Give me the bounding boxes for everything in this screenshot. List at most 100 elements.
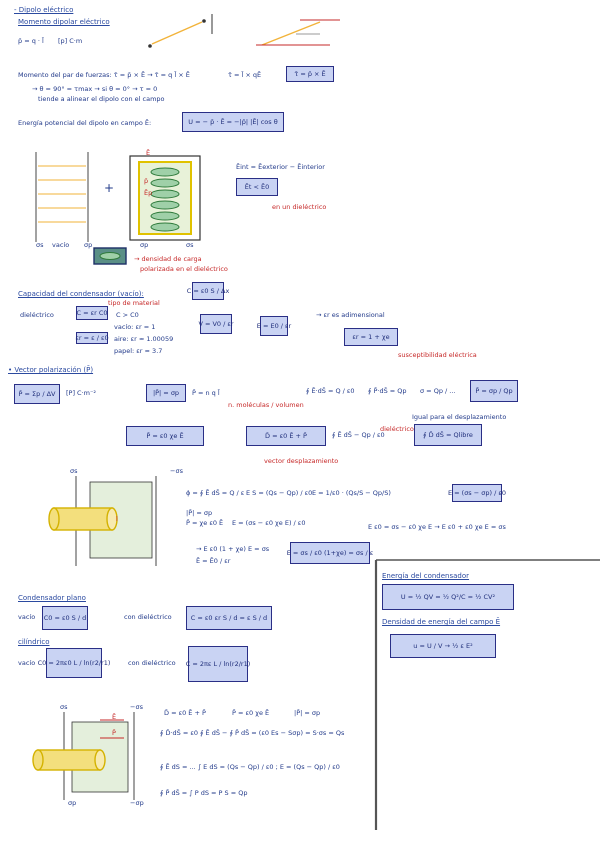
gauss-law-1: ∮ Ē·dS̄ = Q / ε0 [306,387,355,395]
displacement-flux: ∮ D̄·dS̄ = ε0 ∮ Ē dS̄ − ∮ P̄ dS̄ = (ε0 E… [160,729,345,737]
cylinder-sketch [48,476,157,566]
displacement-note: vector desplazamiento [264,457,339,465]
sigma-s-c: σs [60,703,68,711]
vacuum-field-lines [35,152,89,242]
gauss-box: P̄ = σp / Qp [470,380,518,402]
field-long-2: E ε0 = σs − ε0 χe E → E ε0 + ε0 χe E = σ… [368,523,506,531]
energy-density-box: u = U / V → ½ ε E² [390,634,496,658]
energy-density-title: Densidad de energía del campo Ē [382,618,501,626]
sigma-s-right: σs [186,241,194,249]
displacement-note-3: dieléctrico [380,425,414,433]
sigma-p-right: σp [140,241,149,249]
sigma-p-left: σp [84,241,93,249]
field-result-box: E = (σs − σp) / ε0 [448,484,506,502]
capacity-title: Capacidad del condensador (vacío): [18,290,144,298]
field-note: en un dieléctrico [272,203,327,211]
eps-box: εr = ε / ε0 [75,332,109,344]
field-ep-label: Ēp [144,189,153,197]
displacement-note-2: Igual para el desplazamiento [412,413,507,421]
polarization-title: • Vector polarización (P̄) [8,366,94,374]
sigma-s-a: σs [70,467,78,475]
angle-note-1: → θ = 90° = τmax → si θ = 0° → τ = 0 [32,85,158,93]
cylindrical-dielectric-box: C = 2πε L / ln(r2/r1) [186,646,250,682]
gauss-displacement: ∮ Ē dS̄ − Qp / ε0 [332,431,385,439]
plane-dielectric-box: C = ε0 εr S / d = ε S / d [186,606,272,630]
cylindrical-title: cilíndrico [18,638,50,646]
field-box: Ēt < Ē0 [236,178,278,196]
field-ratio-box: E = E0 / εr [257,316,291,336]
list-air: aire: εr ≈ 1.00059 [114,335,174,343]
field-final: Ē = Ē0 / εr [196,557,231,565]
cylindrical-vacuum-box: C0 = 2πε0 L / ln(r2/r1) [38,648,110,678]
energy-box: U = − p̄ · Ē = −|p̄| |Ē| cos θ [182,112,284,132]
flux-equation: ϕ = ∮ Ē dS̄ = Q / ε [186,489,245,497]
field-equation: Ēint = Ēexterior − Ēinterior [236,163,325,171]
plus-sign: + [104,181,115,195]
sigma-p-d: −σp [130,799,144,807]
vacuum-label: vacío [52,241,70,249]
torque-sketch [256,19,340,46]
polarization-label: p̄ [144,177,149,185]
cylinder-length: l [116,515,118,523]
displacement-eq-b: P̄ = ε0 χe Ē [232,709,270,717]
adimensional-note: → εr es adimensional [316,311,385,319]
displacement-eq-c: |P̄| = σp [294,709,321,717]
list-vacuum: vacío: εr = 1 [114,323,156,331]
sigma-s-b: −σs [170,467,183,475]
field-long-3: → E ε0 (1 + χe) E = σs [196,545,270,553]
dielectric-relation: C > C0 [116,311,139,319]
plane-vacuum-box: C0 = ε0 S / d [42,606,88,630]
cylinder-sketch-2 [32,712,135,800]
capacity-box: C = ε0 S / Δx [187,282,229,300]
torque-alt: τ̄ = l̄ × qĒ [228,71,262,79]
polarization-relation: P̄ = n q l̄ [192,389,220,397]
energy-title: Energía del condensador [382,572,470,580]
displacement-gauss-box: ∮ D̄ dS̄ = Qlibre [414,424,482,446]
energy-line: Energía potencial del dipolo en campo Ē: [18,119,152,127]
plate-note-1: → densidad de carga [134,255,202,263]
sigma-s-left: σs [36,241,44,249]
gauss-result: σ = Qp / ... [420,387,456,395]
sigma-p-c: σp [68,799,77,807]
field-equation-1: E S = (Qs − Qp) / ε0 [246,489,313,497]
voltage-box: V = V0 / εr [198,314,234,334]
field-equation-2: E = 1/ε0 · (Qs/S − Qp/S) [312,489,391,497]
cylindrical-dielectric-label: con dieléctrico [128,659,176,667]
polarization-label-2: P̄ [112,729,116,737]
field-long-1: E = (σs − ε0 χe E) / ε0 [232,519,306,527]
dielectric-slab [129,155,201,241]
dipole-moment-units: [p] C·m [58,37,83,45]
dipole-sketch [148,14,213,48]
p-chi-box: P̄ = ε0 χe Ē [126,426,204,446]
susceptibility-box: εr = 1 + χe [344,328,398,346]
susceptibility-note: susceptibilidad eléctrica [398,351,477,359]
plate-note-2: polarizada en el dieléctrico [140,265,228,273]
field-e-label: Ē [146,149,151,157]
dielectric-box: C = εr C0 [76,306,108,320]
polarization-units: [P] C·m⁻² [66,389,97,397]
p-magnitude: |P̄| = σp [186,509,213,517]
polarization-box: P̄ = Σp / ΔV [14,384,60,404]
field-e-label-2: Ē [112,713,117,721]
polarization-note: n. moléculas / volumen [228,401,304,409]
field-flux: ∮ Ē dS = ... ∫ E dS = (Qs − Qp) / ε0 ; E… [160,763,340,771]
field-result-box-2: E = σs / ε0 (1+χe) = σs / ε [287,542,373,564]
angle-note-2: tiende a alinear el dipolo con el campo [38,95,165,103]
plane-dielectric-label: con dieléctrico [124,613,172,621]
list-paper: papel: εr ≈ 3.7 [114,347,163,355]
sigma-s-d: −σs [130,703,143,711]
gauss-law-2: ∮ P̄·dS̄ = Qp [368,387,407,395]
displacement-box: D̄ = ε0 Ē + P̄ [246,426,326,446]
torque-box: τ̄ = p̄ × Ē [286,66,334,82]
material-note: tipo de material [108,299,160,307]
cylindrical-vacuum-label: vacío [18,659,36,667]
polarization-flux: ∮ P̄ dS̄ = ∫ P dS = P S = Qp [160,789,248,797]
dipole-moment-subtitle: Momento dipolar eléctrico [18,18,110,26]
plane-vacuum-label: vacío [18,613,36,621]
sigma-p-box: |P̄| = σp [146,384,186,402]
energy-formula-box: U = ½ QV = ½ Q²/C = ½ CV² [382,584,514,610]
displacement-eq: D̄ = ε0 Ē + P̄ [164,709,206,717]
plane-capacitor-title: Condensador plano [18,594,86,602]
torque-line: Momento del par de fuerzas: τ̄ = p̄ × Ē … [18,71,190,79]
